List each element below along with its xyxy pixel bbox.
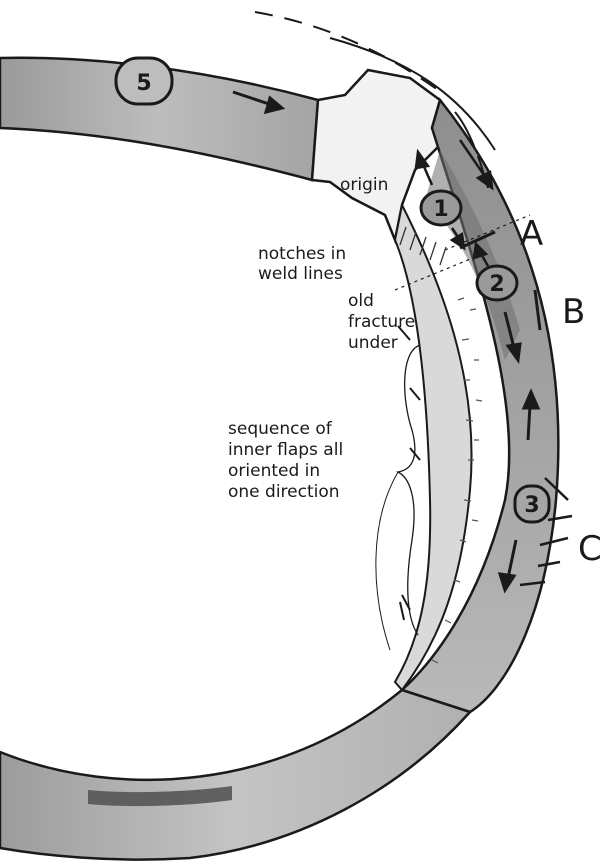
svg-text:2: 2 bbox=[489, 272, 504, 297]
brace-leader bbox=[376, 472, 398, 650]
svg-text:3: 3 bbox=[524, 493, 539, 518]
label-2: 2 bbox=[477, 266, 517, 300]
svg-text:1: 1 bbox=[433, 197, 448, 222]
label-old-fracture-line2: fracture bbox=[348, 312, 415, 332]
flap-edge-ticks bbox=[398, 326, 420, 620]
curly-brace bbox=[398, 345, 420, 635]
label-notches-line1: notches in bbox=[258, 244, 346, 264]
label-notches-line2: weld lines bbox=[258, 264, 343, 284]
label-5: 5 bbox=[116, 58, 172, 104]
label-old-fracture-line1: old bbox=[348, 291, 374, 311]
label-1: 1 bbox=[421, 191, 461, 225]
label-sequence-line3: oriented in bbox=[228, 461, 320, 481]
label-sequence-line4: one direction bbox=[228, 482, 340, 502]
label-sequence-line2: inner flaps all bbox=[228, 440, 343, 460]
label-old-fracture-line3: under bbox=[348, 333, 398, 353]
letter-c: C bbox=[578, 529, 602, 569]
ring-segment-bottom bbox=[0, 690, 470, 860]
label-sequence-line1: sequence of bbox=[228, 419, 333, 439]
label-origin: origin bbox=[340, 175, 388, 195]
letter-a: A bbox=[520, 214, 543, 254]
letter-b: B bbox=[562, 292, 585, 332]
label-3: 3 bbox=[515, 486, 549, 522]
svg-text:5: 5 bbox=[136, 71, 151, 96]
